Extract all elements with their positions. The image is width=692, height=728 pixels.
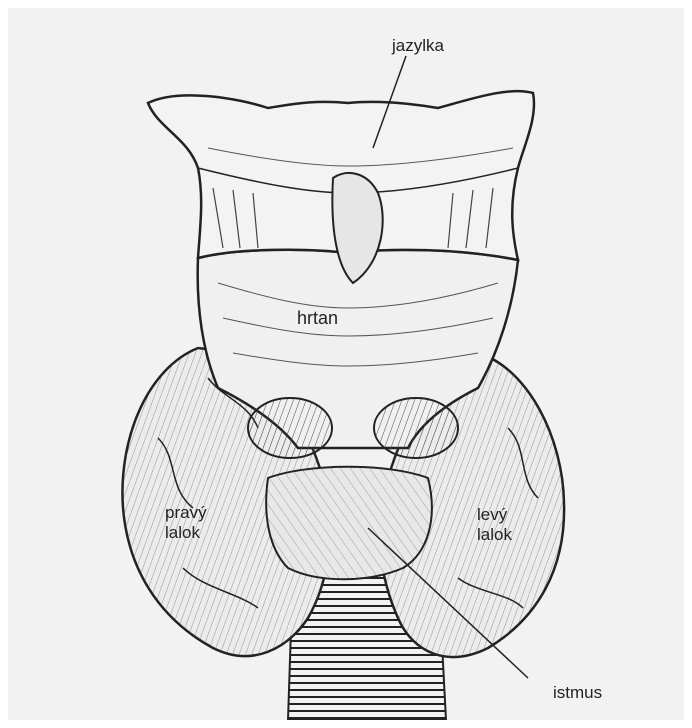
label-right-lobe: pravý lalok	[165, 503, 207, 543]
label-isthmus: istmus	[553, 683, 602, 703]
label-right-lobe-line2: lalok	[165, 523, 207, 543]
anatomy-drawing	[8, 8, 684, 720]
scanned-page: jazylka hrtan pravý lalok levý lalok ist…	[8, 8, 684, 720]
label-left-lobe-line1: levý	[477, 505, 512, 525]
hyoid-bone	[148, 91, 534, 283]
thyroid-larynx-illustration	[8, 8, 684, 720]
label-left-lobe-line2: lalok	[477, 525, 512, 545]
thyroid-isthmus	[266, 467, 432, 580]
label-larynx: hrtan	[297, 308, 338, 328]
label-left-lobe: levý lalok	[477, 505, 512, 545]
label-hyoid: jazylka	[392, 36, 444, 56]
label-right-lobe-line1: pravý	[165, 503, 207, 523]
